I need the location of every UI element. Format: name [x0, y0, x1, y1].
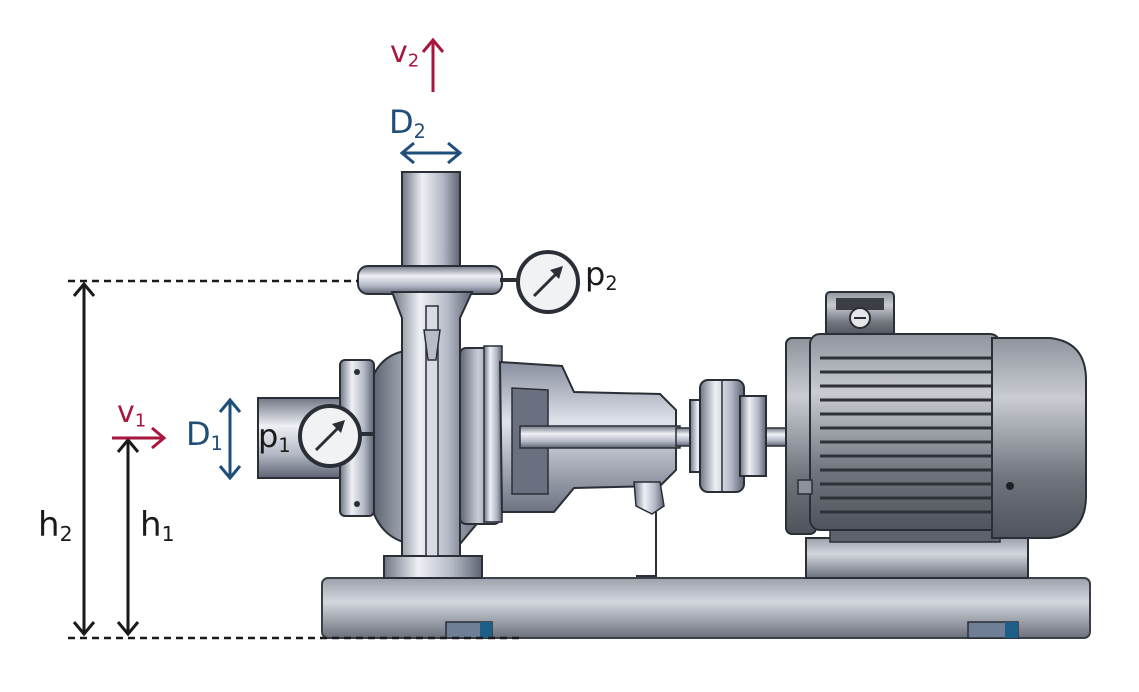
- motor: [785, 291, 1087, 579]
- baseplate: [321, 577, 1091, 639]
- discharge-pipe: [357, 171, 503, 557]
- label-d2: D2: [389, 103, 426, 143]
- label-v1: v1: [117, 395, 147, 432]
- label-v2: v2: [390, 35, 420, 72]
- label-h1: h1: [140, 505, 175, 547]
- d2-arrow: [399, 141, 463, 165]
- v2-arrow: [421, 37, 445, 92]
- label-h2: h2: [38, 505, 73, 547]
- gauge-p2: [500, 250, 580, 314]
- pump-foot: [383, 555, 483, 579]
- coupling: [675, 379, 797, 493]
- d1-arrow: [218, 397, 242, 481]
- v1-arrow: [112, 426, 167, 450]
- h1-arrow: [116, 437, 140, 637]
- gauge-p1: [298, 404, 374, 468]
- label-d1: D1: [186, 415, 223, 455]
- label-p2: p2: [585, 255, 618, 295]
- h2-arrow: [72, 281, 96, 637]
- bearing-bracket: [498, 360, 681, 577]
- motor-cooling-fins: [820, 356, 992, 514]
- reference-lines: [68, 279, 520, 640]
- label-p1: p1: [258, 417, 291, 457]
